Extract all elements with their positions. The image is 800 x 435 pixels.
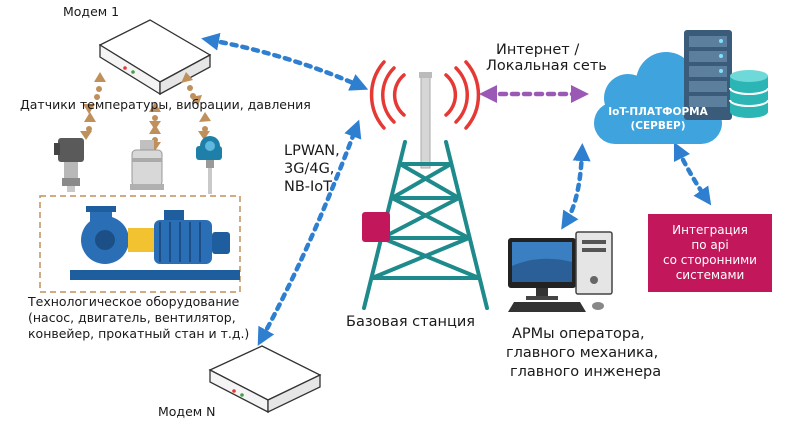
modem-1-icon <box>98 19 212 96</box>
equipment-label-line1: Технологическое оборудование <box>28 294 240 309</box>
internet-label-line1: Интернет / <box>496 42 580 58</box>
modem-n-icon <box>208 345 322 414</box>
internet-label-line2: Локальная сеть <box>486 58 607 74</box>
database-icon <box>729 70 769 118</box>
base-station-label: Базовая станция <box>346 314 475 330</box>
vibration-sensor-icon <box>130 140 164 190</box>
signal-waves-icon <box>369 60 481 130</box>
arm-label-line3: главного инженера <box>510 364 662 380</box>
link-modem1-to-tower <box>201 32 369 91</box>
temperature-sensor-icon <box>196 136 222 194</box>
link-cloud-to-workstation <box>561 143 591 230</box>
sensor-arrow-left-lower <box>80 112 96 140</box>
integration-box: Интеграция по api со сторонними системам… <box>648 214 772 292</box>
integration-line1: Интеграция <box>672 223 748 237</box>
arm-label-line2: главного механика, <box>506 345 659 361</box>
integration-line4: системами <box>675 268 745 282</box>
cloud-label: IoT-ПЛАТФОРМА (СЕРВЕР) <box>598 106 718 133</box>
sensor-arrow-right <box>181 72 202 106</box>
sensor-arrow-right-lower <box>198 112 211 140</box>
modem-1-label: Модем 1 <box>63 4 120 19</box>
lpwan-label-line2: 3G/4G, <box>284 161 335 177</box>
equipment-label-line2: (насос, двигатель, вентилятор, <box>28 310 236 325</box>
sensors-label: Датчики температуры, вибрации, давления <box>20 97 311 112</box>
modem-n-label: Модем N <box>158 404 216 419</box>
antenna-tower-icon <box>362 72 489 310</box>
integration-line2: по api <box>691 238 729 252</box>
sensor-arrows <box>80 72 211 151</box>
lpwan-label-line3: NB-IoT <box>284 179 333 195</box>
sensor-arrow-left <box>83 72 106 114</box>
lpwan-label-line1: LPWAN, <box>284 143 340 159</box>
equipment-label-line3: конвейер, прокатный стан и т.д.) <box>28 326 250 341</box>
equipment-frame <box>39 195 241 293</box>
cloud-label-line2: (СЕРВЕР) <box>630 119 686 132</box>
link-cloud-to-integration <box>673 141 712 206</box>
arm-label-line1: АРМы оператора, <box>512 326 645 342</box>
pressure-sensor-icon <box>54 138 84 192</box>
pump-icon <box>70 206 240 280</box>
link-modemN-to-tower <box>257 119 362 346</box>
server-rack-icon <box>684 30 732 120</box>
cloud-label-line1: IoT-ПЛАТФОРМА <box>608 106 708 118</box>
integration-line3: со сторонними <box>663 253 757 267</box>
workstation-icon <box>508 231 613 312</box>
